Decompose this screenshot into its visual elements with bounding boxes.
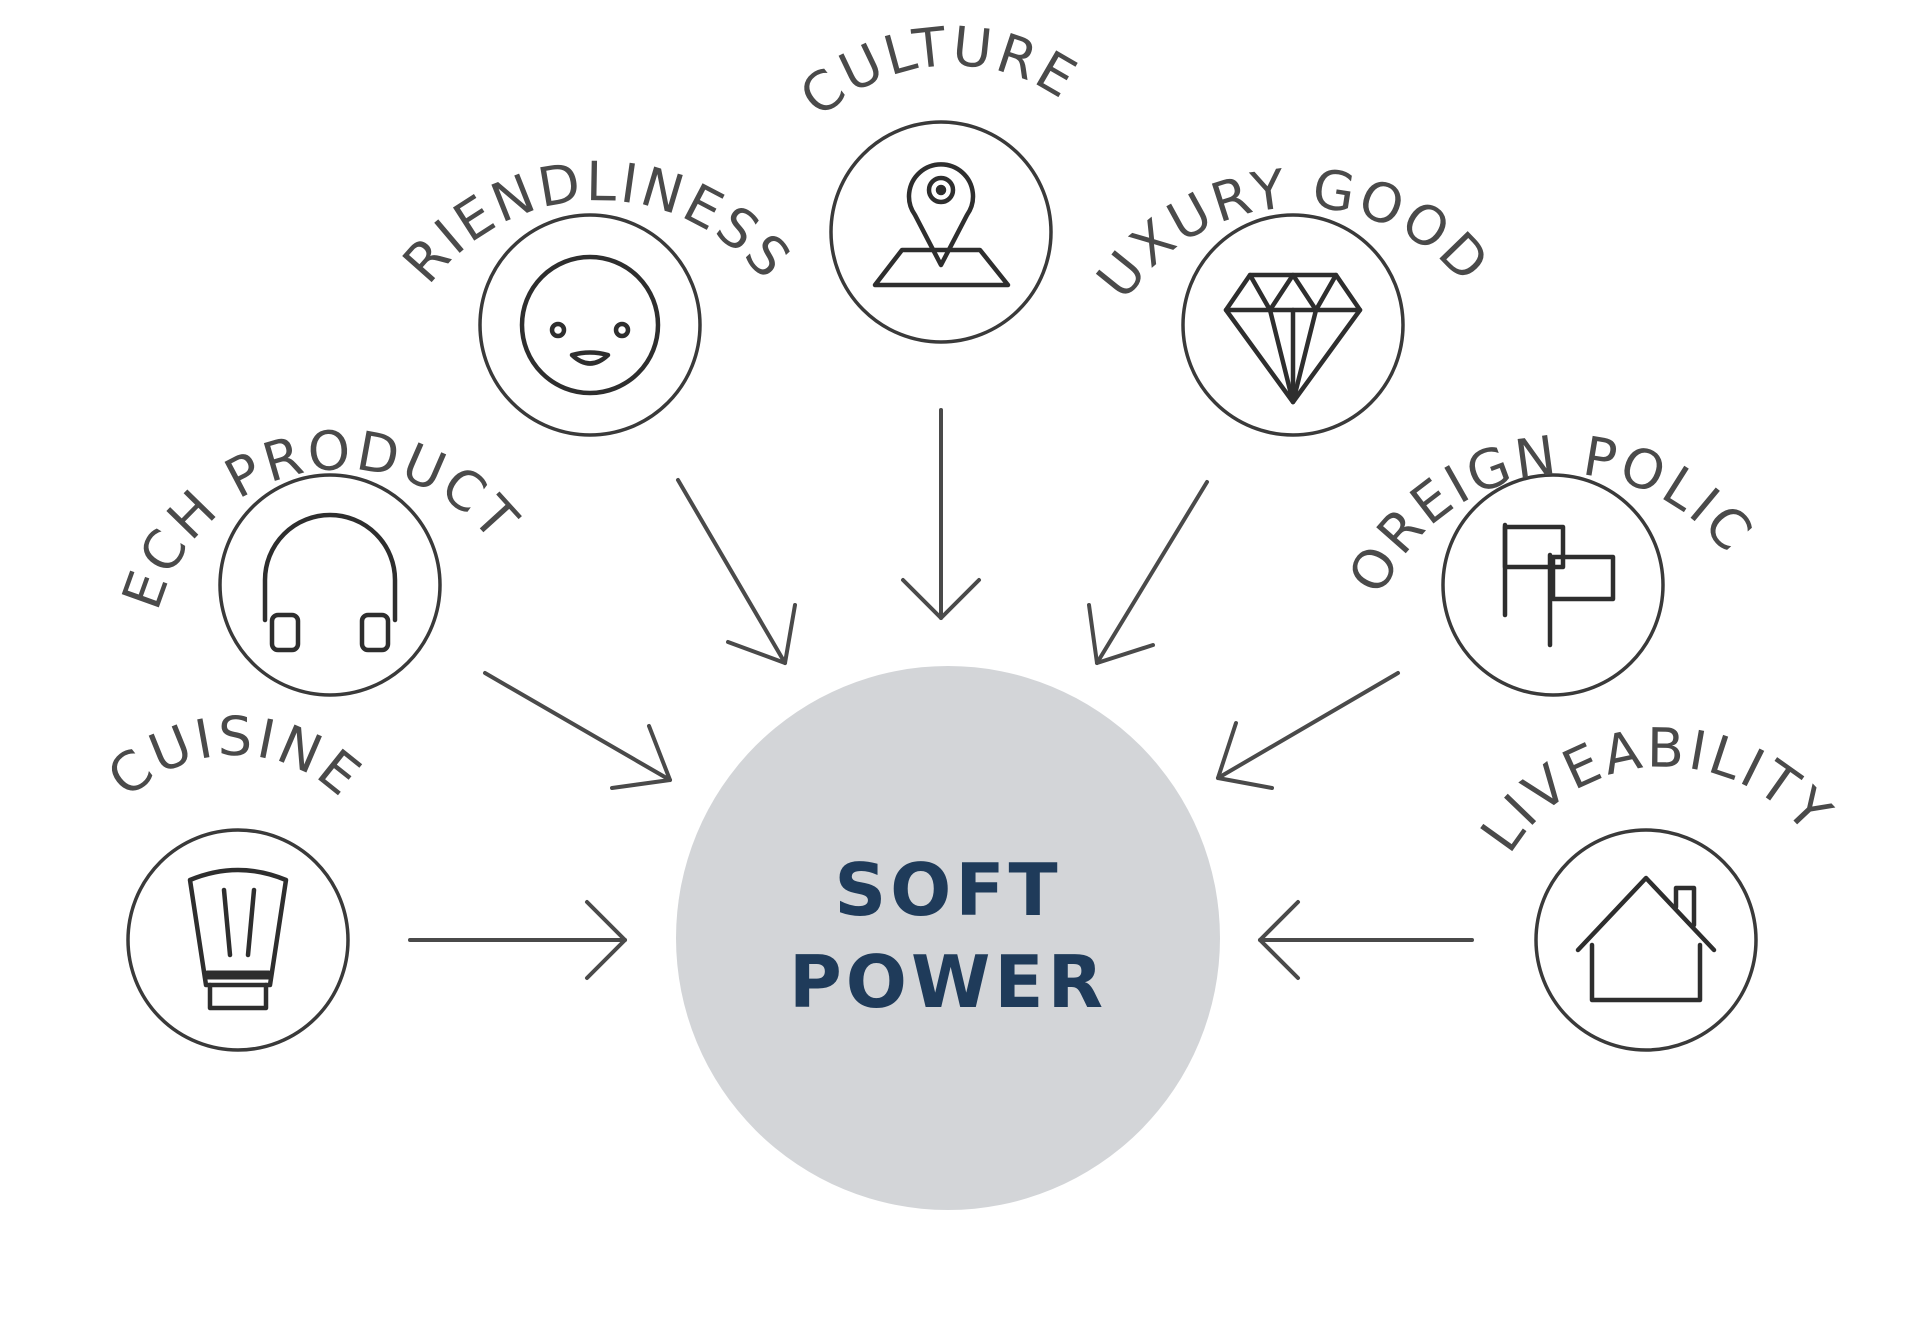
arrows — [408, 408, 1474, 980]
node-circle-luxury-goods — [1181, 213, 1405, 437]
label-culture: CULTURE — [788, 15, 1089, 129]
node-circle-culture — [829, 120, 1053, 344]
house-icon — [1575, 875, 1717, 1003]
arrow-luxury-goods — [1087, 480, 1209, 665]
arrow-culture — [901, 408, 981, 620]
center-disc — [676, 666, 1220, 1210]
arrow-cuisine — [408, 900, 627, 980]
arrow-foreign-policy — [1216, 671, 1400, 790]
headphones-icon — [262, 512, 398, 653]
label-cuisine: CUISINE — [96, 705, 374, 810]
label-liveability: LIVEABILITY — [1468, 717, 1845, 863]
center-title-line2: POWER — [789, 940, 1107, 1024]
smiley-face-icon — [519, 254, 661, 396]
node-circle-liveability — [1534, 828, 1758, 1052]
center-node: SOFT POWER — [676, 666, 1220, 1210]
arrow-friendliness — [676, 478, 797, 665]
arrow-tech-products — [483, 671, 672, 790]
node-circle-tech-products — [218, 473, 442, 697]
map-pin-icon — [872, 162, 1011, 288]
label-tech-products: TECH PRODUCTS — [0, 0, 532, 617]
label-friendliness: FRIENDLINESS — [0, 0, 804, 295]
node-circles — [126, 120, 1758, 1052]
chef-hat-icon — [187, 867, 289, 1011]
arrow-liveability — [1258, 900, 1474, 980]
node-circle-friendliness — [478, 213, 702, 437]
node-circle-cuisine — [126, 828, 350, 1052]
flags-icon — [1502, 522, 1616, 648]
center-title-line1: SOFT — [834, 848, 1061, 932]
node-circle-foreign-policy — [1441, 473, 1665, 697]
diamond-icon — [1223, 272, 1363, 405]
